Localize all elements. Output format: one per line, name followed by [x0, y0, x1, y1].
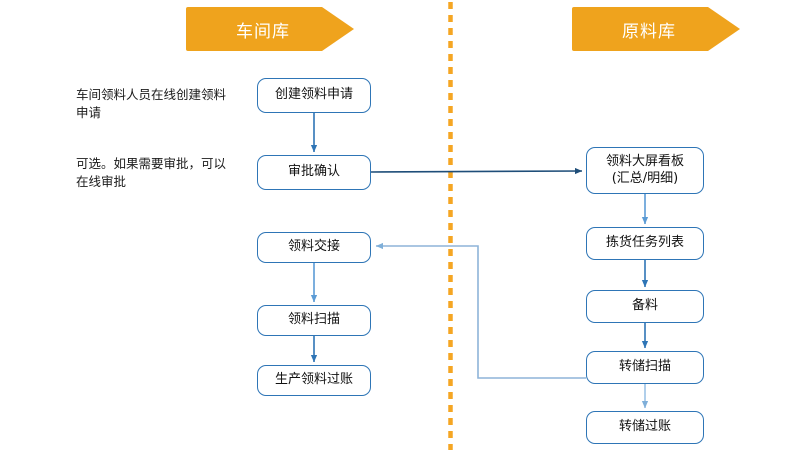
node-production-posting[interactable]: 生产领料过账 [257, 365, 371, 396]
node-picking-task-list[interactable]: 拣货任务列表 [586, 227, 704, 260]
node-material-scan[interactable]: 领料扫描 [257, 305, 371, 336]
node-transfer-posting[interactable]: 转储过账 [586, 411, 704, 444]
node-material-preparation[interactable]: 备料 [586, 290, 704, 323]
banner-workshop-warehouse: 车间库 [186, 7, 354, 51]
note-optional-approval: 可选。如果需要审批，可以在线审批 [76, 156, 227, 190]
node-approval-confirm[interactable]: 审批确认 [257, 155, 371, 190]
banner-material-warehouse-label: 原料库 [622, 21, 676, 42]
node-create-material-request[interactable]: 创建领料申请 [257, 78, 371, 113]
note-create-request: 车间领料人员在线创建领料申请 [76, 87, 227, 121]
banner-shape-workshop [186, 7, 354, 51]
node-material-handover[interactable]: 领料交接 [257, 232, 371, 263]
connector-transfer-scan-to-handover [375, 242, 586, 379]
banner-workshop-warehouse-label: 车间库 [236, 21, 290, 42]
connector-approval-to-dashboard [370, 167, 583, 175]
banner-shape-material [572, 7, 740, 51]
node-transfer-scan[interactable]: 转储扫描 [586, 351, 704, 384]
node-material-dashboard[interactable]: 领料大屏看板 (汇总/明细) [586, 147, 704, 194]
banner-material-warehouse: 原料库 [572, 7, 740, 51]
